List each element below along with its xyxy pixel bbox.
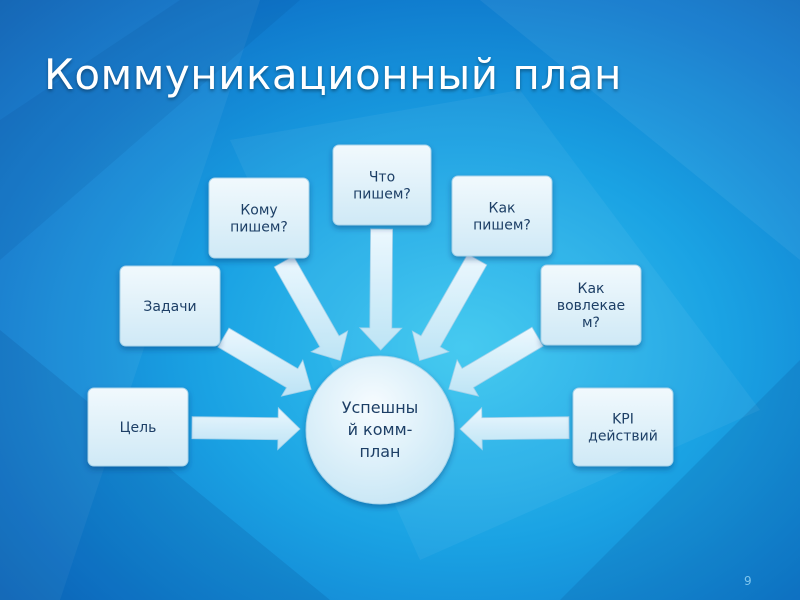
node-whom-box [208,177,310,259]
node-tasks-box [119,265,221,347]
node-tasks: Задачи [119,265,221,347]
node-goal-label: Цель [120,420,157,436]
node-goal-box [87,387,189,467]
arrow-engage [448,326,544,397]
node-what-box [332,144,432,226]
node-tasks-label: Задачи [143,299,196,315]
page-number: 9 [744,574,752,588]
arrow-whom [273,255,349,362]
node-kpi-box [572,387,674,467]
arrow-tasks [217,327,312,397]
arrow-goal [191,406,301,451]
node-engage-box [540,264,642,346]
node-goal: Цель [87,387,189,467]
slide-title: Коммуникационный план [44,50,622,99]
arrow-how [411,253,488,362]
node-how-box [451,175,553,257]
arrow-kpi [459,406,570,451]
arrow-what [358,228,403,351]
